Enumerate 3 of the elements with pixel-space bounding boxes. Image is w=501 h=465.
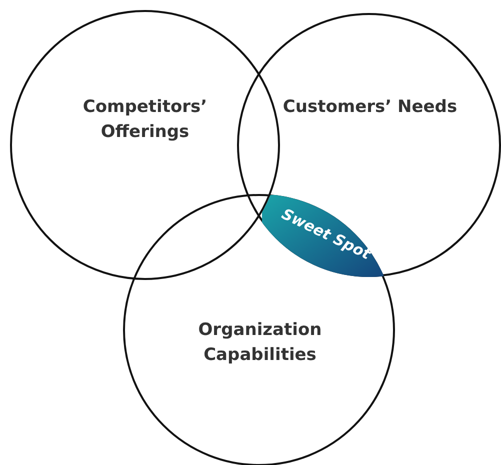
circle-label: Competitors’ Offerings (82, 96, 208, 144)
circle-label: Organization Capabilities (197, 319, 323, 367)
circle-label: Customers’ Needs (282, 96, 458, 119)
